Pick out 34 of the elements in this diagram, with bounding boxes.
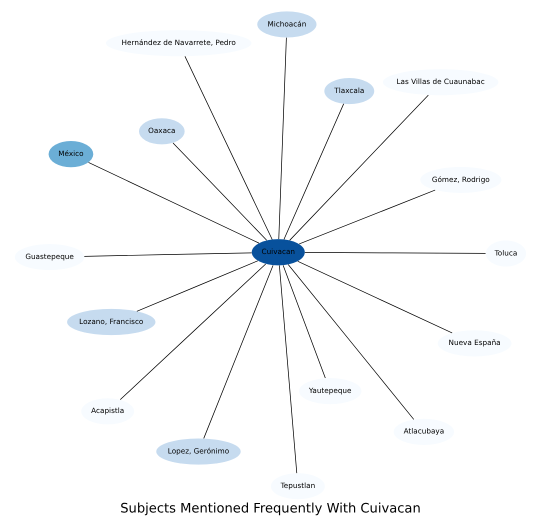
node-ellipse: Nueva España [437,330,512,356]
connector [278,265,297,474]
connector [202,264,273,439]
connector [83,252,252,257]
diagram-title: Subjects Mentioned Frequently With Cuivacan [120,502,420,517]
node-ellipse: Tlaxcala [324,78,374,104]
connector [136,260,258,312]
node-ellipse: Guastepeque [14,244,84,270]
node-ellipse: Tepustlan [270,473,324,500]
connector [283,103,344,240]
connector [298,190,436,244]
node-ellipse: Oaxaca [138,118,184,144]
connector [278,37,286,240]
node-ellipse: Las Villas de Cuaunabac [382,69,498,96]
node-ellipse: Gómez, Rodrigo [420,166,501,194]
connector [304,252,486,254]
connector [296,260,452,334]
node-ellipse: Acapistla [80,398,134,424]
node-ellipse: Atlacubaya [393,418,454,445]
node-ellipse: Hernández de Navarrete, Pedro [105,30,252,56]
node-ellipse: Lopez, Gerónimo [156,438,240,465]
node-ellipse: México [48,141,93,168]
connector [172,142,267,241]
node-ellipse: Cuivacan [251,239,304,266]
connector [282,264,326,378]
connector [119,264,266,400]
node-ellipse: Yautepeque [298,378,361,404]
connector [287,264,414,420]
connector [184,56,272,240]
connector [288,94,428,241]
connector [88,162,259,244]
node-ellipse: Michoacán [256,11,316,38]
node-ellipse: Lozano, Francisco [66,308,155,336]
node-ellipse: Toluca [485,240,526,267]
